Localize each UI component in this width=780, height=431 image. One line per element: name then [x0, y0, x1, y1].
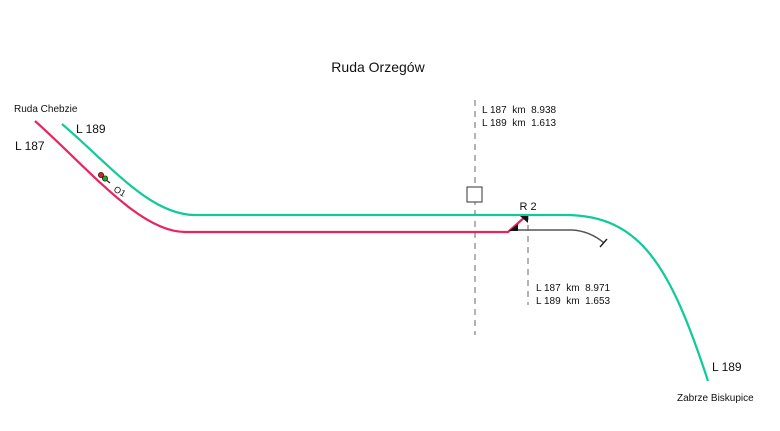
signal-o1-icon [98, 171, 111, 184]
km-marker-1-line-187: L 187 km 8.938 [482, 105, 557, 116]
line-l189-west-label: L 189 [76, 122, 106, 136]
km-marker-2-line-189: L 189 km 1.653 [536, 296, 611, 307]
track-l187 [34, 120, 527, 234]
diagram-title: Ruda Orzegów [331, 59, 425, 75]
line-l189-east-label: L 189 [712, 360, 742, 374]
siding-track [510, 229, 605, 244]
km-marker-1-line-189: L 189 km 1.613 [482, 118, 557, 129]
km-marker-2-line-187: L 187 km 8.971 [536, 283, 611, 294]
switch-r2-triangle-right-icon [520, 216, 528, 223]
buffer-stop-icon [599, 238, 608, 248]
switch-r2-label: R 2 [519, 201, 536, 213]
track-l189 [61, 123, 710, 382]
station-east-label: Zabrze Biskupice [677, 393, 754, 404]
station-west-label: Ruda Chebzie [14, 104, 78, 115]
station-box-icon [466, 186, 483, 203]
switch-r2-triangle-left-icon [509, 224, 518, 231]
line-l187-west-label: L 187 [15, 139, 45, 153]
